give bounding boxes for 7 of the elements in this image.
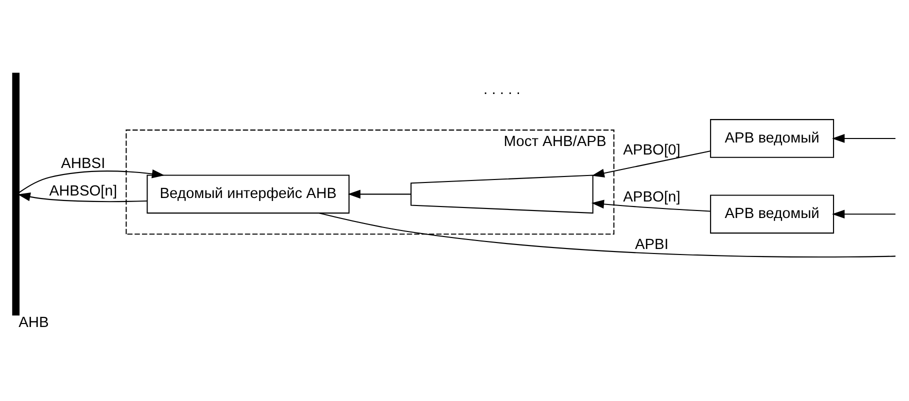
label: . . . . .	[484, 82, 520, 98]
edge-label: AHBSI	[61, 156, 106, 172]
edge-label: APBO[n]	[623, 189, 680, 206]
node-label: AHB	[18, 314, 49, 330]
edge-label: AHBSO[n]	[49, 182, 118, 199]
edge-label: APBO[0]	[623, 142, 680, 158]
edge-label: APBI	[634, 236, 668, 253]
